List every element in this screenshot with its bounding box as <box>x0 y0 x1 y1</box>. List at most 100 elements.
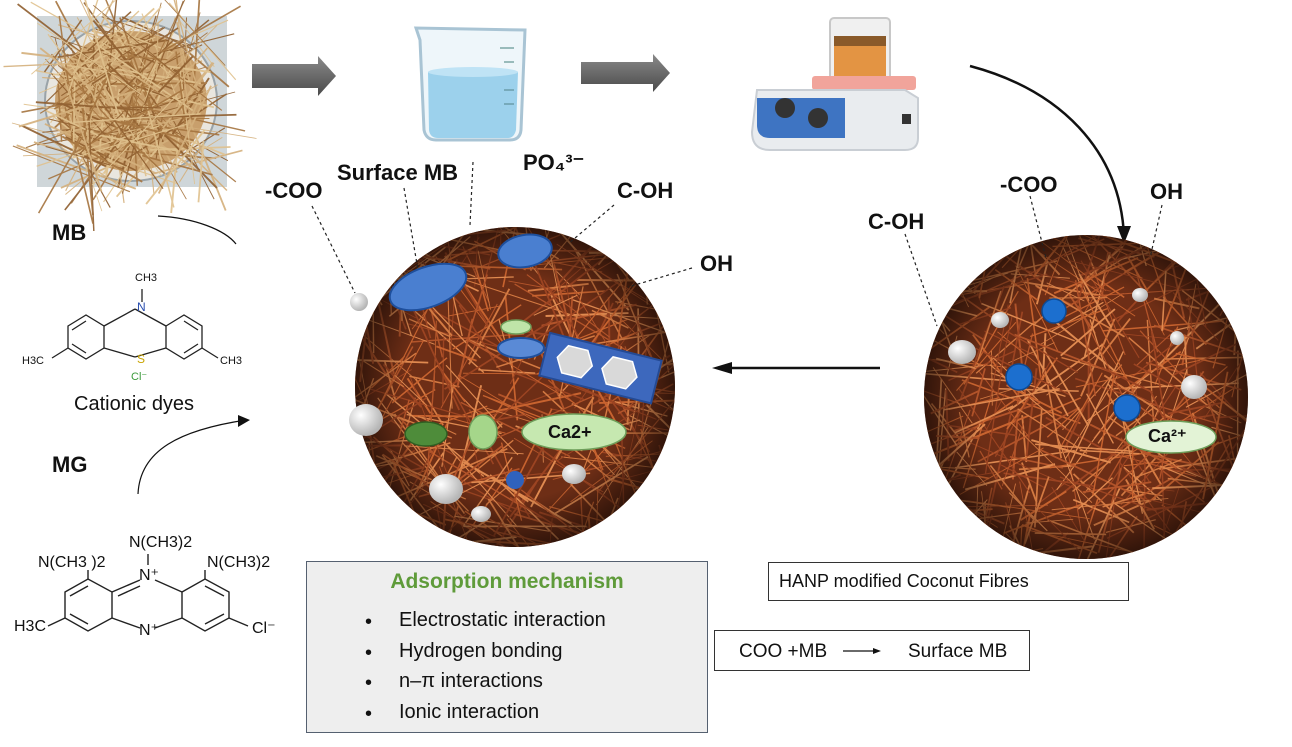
fibre-strand <box>1242 425 1248 502</box>
mb-cl: Cl⁻ <box>131 371 148 383</box>
fibre-strand <box>369 227 399 292</box>
mg-n-plus-bottom: N⁺ <box>139 622 159 639</box>
mb-h3c: H3C <box>22 355 45 367</box>
fibre-strand <box>91 29 141 44</box>
fibre-strand <box>632 510 668 547</box>
fibre-strand <box>92 93 159 201</box>
fibre-strand <box>101 13 129 52</box>
fibre-strand <box>658 444 675 540</box>
fibre-strand <box>355 541 408 545</box>
bullet: • <box>365 642 373 664</box>
label-cationic-dyes: Cationic dyes <box>74 393 195 415</box>
mg-structure <box>47 554 249 632</box>
fibre-strand <box>74 7 155 80</box>
fibre-strand <box>924 235 960 293</box>
fibre-strand <box>644 228 675 235</box>
fibre-strand <box>621 227 675 245</box>
fibre-strand <box>1219 248 1248 316</box>
mg-h3c: H3C <box>14 618 47 635</box>
fibre-strand <box>175 41 230 88</box>
fibre-strand <box>51 36 156 77</box>
fibre-strand <box>101 16 190 46</box>
label-mb: MB <box>52 220 87 245</box>
fibre-strand <box>73 113 201 123</box>
fibre-strand <box>72 74 76 159</box>
fibre-strand <box>978 235 998 268</box>
fibre-strand <box>355 229 396 244</box>
equation-box: COO +MB Surface MB <box>714 630 1030 671</box>
fibre-strand <box>58 15 70 85</box>
fibre-strand <box>61 135 143 183</box>
fibre-strand <box>597 227 675 271</box>
fibre-strand <box>101 134 179 152</box>
mechanism-item: Ionic interaction <box>399 701 540 723</box>
fibre-strand <box>157 85 212 194</box>
fibre-strand <box>1201 508 1248 559</box>
fibre-strand <box>121 55 168 61</box>
fibre-strand <box>932 521 977 559</box>
fibre-strand <box>91 93 179 186</box>
fibre-strand <box>132 91 203 116</box>
mb-ch3-right: CH3 <box>220 355 243 367</box>
fibre-strand <box>88 114 95 232</box>
fibre-strand <box>1229 235 1248 296</box>
mb-ch3-top: CH3 <box>135 272 158 284</box>
fibre-strand <box>184 93 203 131</box>
label-oh-right: OH <box>1150 179 1183 204</box>
fibre-strand <box>662 259 675 336</box>
fibre-strand <box>129 2 162 119</box>
fibre-strand <box>650 460 665 507</box>
fibre-strand <box>36 125 160 167</box>
fibre-strand <box>368 515 410 547</box>
fibre-strand <box>152 149 243 175</box>
mg-n-plus-top: N⁺ <box>139 567 159 584</box>
fibre-strand <box>37 22 142 95</box>
coconut-fibre-photo <box>3 0 257 232</box>
label-po4: PO₄³⁻ <box>523 150 585 175</box>
mg-top-group: N(CH3)2 <box>129 534 193 551</box>
fibre-strand <box>65 106 103 212</box>
fibre-strand <box>70 10 140 76</box>
fibre-strand <box>1198 538 1248 543</box>
fibre-strand <box>355 516 396 520</box>
process-arrow-2 <box>581 54 670 92</box>
equation-arrow <box>843 648 881 654</box>
fibre-strand <box>164 0 226 66</box>
fibre-strand <box>90 68 127 120</box>
fibre-strand <box>118 39 174 94</box>
fibre-strand <box>135 84 137 137</box>
fibre-strand <box>145 129 206 205</box>
fibre-strand <box>57 24 142 49</box>
fibre-strand <box>72 88 185 155</box>
process-arrow-1 <box>252 56 336 96</box>
fibre-strand <box>132 143 166 175</box>
leader-lines <box>311 161 1163 327</box>
fibre-strand <box>111 84 218 146</box>
fibre-strand <box>355 229 410 268</box>
fibre-strand <box>192 0 201 87</box>
fibre-strand <box>12 145 131 193</box>
label-coo-right: -COO <box>1000 172 1058 197</box>
fibre-strand <box>924 235 976 295</box>
fibre-strand <box>614 230 675 247</box>
fibre-strand <box>1228 467 1233 526</box>
fibre-strand <box>144 108 237 183</box>
fibre-strand <box>176 17 215 68</box>
hanp-label-box: HANP modified Coconut Fibres <box>768 562 1129 601</box>
fibre-strand <box>31 0 117 75</box>
label-ca-left: Ca2+ <box>548 422 592 442</box>
fibre-strand <box>156 126 218 189</box>
fibre-strand <box>72 18 164 92</box>
fibre-strand <box>119 17 153 110</box>
fibre-strand <box>99 99 164 190</box>
fibre-strand <box>153 33 235 55</box>
hanp-modified-sphere <box>924 235 1248 559</box>
fibre-strand <box>39 47 95 92</box>
label-surface-mb: Surface MB <box>337 160 459 185</box>
mechanism-item: Hydrogen bonding <box>399 640 563 662</box>
fibre-strand <box>3 60 132 68</box>
fibre-strand <box>78 62 112 138</box>
fibre-strand <box>138 91 236 119</box>
mb-structure <box>51 289 219 360</box>
fibre-strand <box>92 19 137 73</box>
